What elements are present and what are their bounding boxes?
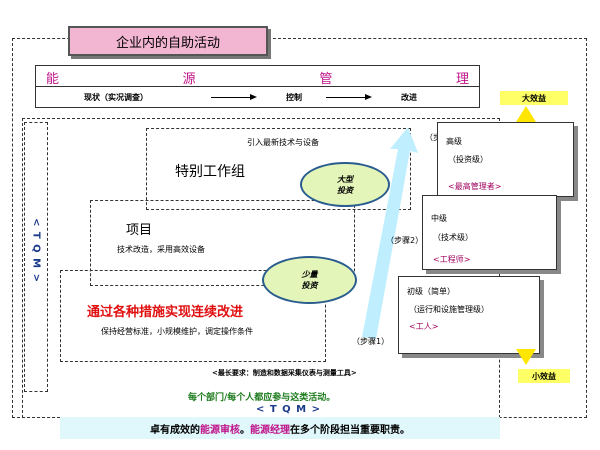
continuous-improvement-box: 通过各种措施实现连续改进 保持经营标准，小规模维护，调定操作条件 [60, 270, 326, 362]
bottom-text-e: 在多个阶段担当重要职责。 [290, 424, 410, 436]
level-mid-box: 中级 （技术级） <工程师> [422, 195, 557, 270]
level-mid-role: <工程师> [433, 255, 471, 264]
big-effect-tag: 大效益 [500, 91, 568, 105]
requirement-note: <最长要求：制造和数据采集仪表与测量工具> [212, 369, 357, 377]
level-high-role: <最高管理者> [448, 182, 502, 191]
step-1-label: （步骤1） [352, 337, 390, 346]
tqm-vertical-frame [24, 122, 48, 392]
large-investment-ellipse: 大型 投资 [300, 162, 390, 207]
bottom-summary-bar: 卓有成效的 能源审核 。 能源经理 在多个阶段担当重要职责。 [60, 417, 500, 439]
arrow-line-2 [326, 97, 366, 98]
participation-text: 每个部门/每个人都应参与这类活动。 [188, 393, 336, 403]
improve-desc: 保持经营标准，小规模维护，调定操作条件 [101, 327, 253, 336]
bottom-text-manager: 能源经理 [250, 424, 290, 436]
large-investment-line2: 投资 [337, 185, 353, 195]
energy-char-4: 理 [455, 72, 469, 87]
tqm-bottom-label: < T Q M > [256, 404, 321, 415]
small-investment-ellipse: 少量 投资 [262, 256, 357, 304]
large-investment-line1: 大型 [337, 174, 353, 184]
small-effect-tag: 小效益 [518, 369, 570, 383]
special-heading: 特别工作组 [175, 164, 245, 180]
energy-management-box: 能 源 管 理 现状（实况调查） 控制 改进 [35, 65, 480, 108]
bottom-text-c: 。 [240, 424, 250, 436]
step-survey: 现状（实况调查） [84, 93, 148, 102]
energy-management-title: 能 源 管 理 [36, 68, 479, 87]
level-low-box: 初级（简单） （运行和设施管理级） <工人> [398, 276, 540, 354]
tqm-vertical-label: < T Q M > [30, 218, 42, 283]
level-high-line1: 高级 [446, 137, 462, 146]
energy-char-1: 能 [46, 72, 60, 87]
page-title: 企业内的自助活动 [68, 26, 268, 56]
special-intro: 引入最新技术与设备 [247, 138, 319, 147]
step-control: 控制 [286, 93, 302, 102]
arrow-line-1 [211, 97, 251, 98]
arrow-head-2 [365, 94, 372, 100]
small-effect-triangle [516, 349, 536, 365]
step-improve: 改进 [401, 93, 417, 102]
bottom-text-audit: 能源审核 [200, 424, 240, 436]
bottom-text-a: 卓有成效的 [150, 424, 200, 436]
energy-divider [36, 86, 479, 87]
project-box: 项目 技术改造，采用高效设备 [90, 200, 355, 286]
small-investment-line1: 少量 [301, 270, 318, 279]
special-task-force-box: 引入最新技术与设备 特别工作组 [146, 128, 411, 210]
project-desc: 技术改造，采用高效设备 [117, 245, 205, 254]
level-low-line2: （运行和设施管理级） [409, 305, 489, 314]
big-effect-triangle [516, 106, 536, 122]
step-2-label: （步骤2） [386, 236, 424, 245]
level-low-role: <工人> [409, 322, 439, 331]
level-high-box: 高级 （投资级） <最高管理者> [437, 122, 574, 197]
energy-char-2: 源 [182, 72, 196, 87]
energy-char-3: 管 [319, 72, 333, 87]
level-low-line1: 初级（简单） [407, 287, 455, 296]
progress-arrow [362, 127, 418, 339]
level-mid-line1: 中级 [431, 214, 447, 223]
arrow-head-1 [250, 94, 257, 100]
project-heading: 项目 [126, 223, 153, 238]
small-investment-line2: 投资 [301, 281, 318, 290]
improve-heading: 通过各种措施实现连续改进 [87, 305, 244, 320]
level-high-line2: （投资级） [448, 155, 488, 164]
level-mid-line2: （技术级） [433, 233, 473, 242]
